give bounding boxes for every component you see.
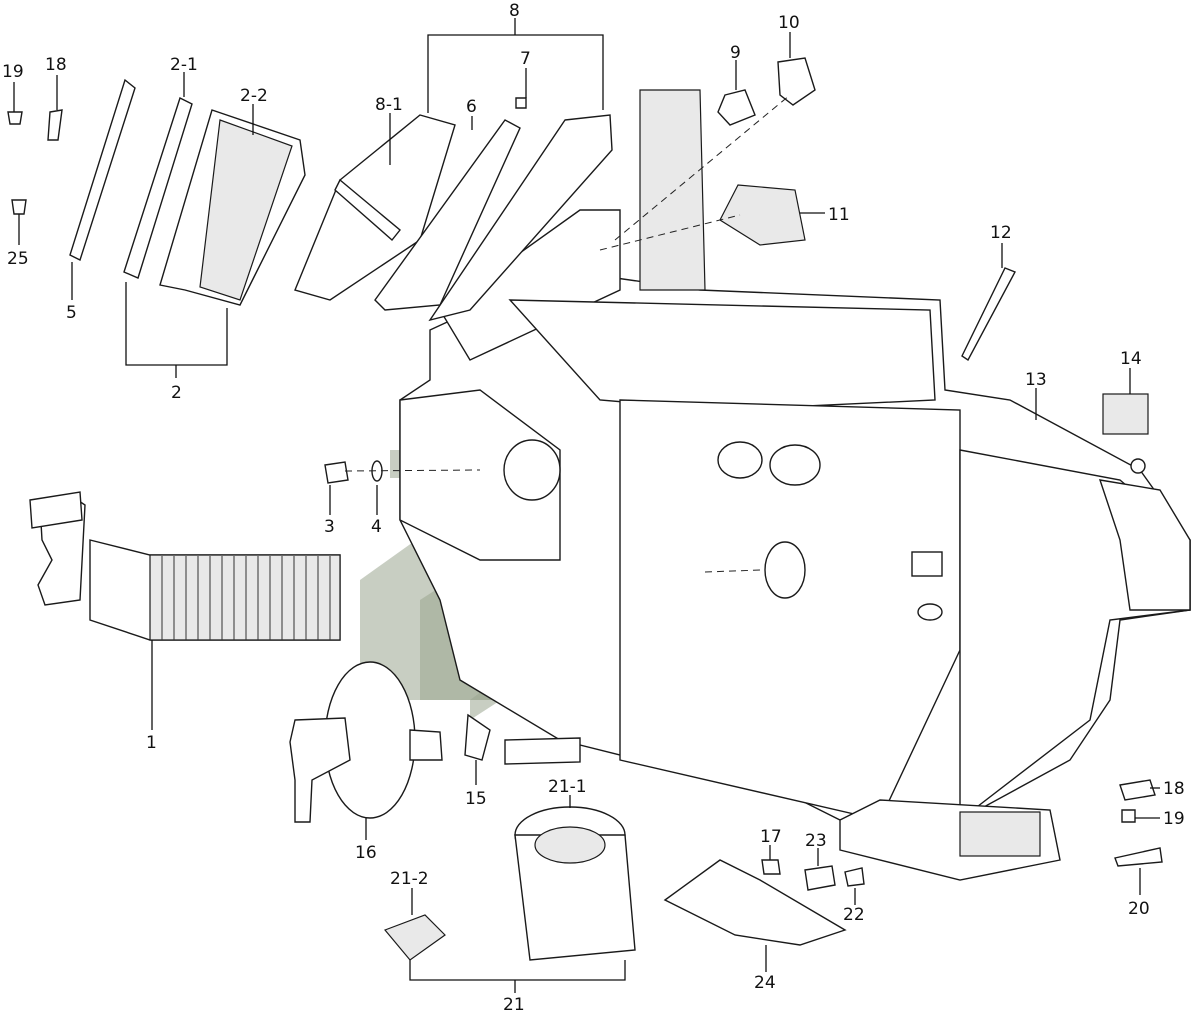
air-filter-parts — [69, 78, 306, 306]
callout-21-2: 21-2 — [390, 869, 429, 889]
callout-22: 22 — [843, 905, 865, 925]
callout-7: 7 — [520, 49, 531, 69]
callout-17: 17 — [760, 827, 782, 847]
callout-11: 11 — [828, 205, 850, 225]
leader-lines — [13, 18, 1160, 993]
callout-8-1: 8-1 — [375, 95, 403, 115]
callout-21-1: 21-1 — [548, 777, 587, 797]
callout-6: 6 — [466, 97, 477, 117]
callout-21: 21 — [503, 995, 525, 1013]
callout-2: 2 — [171, 383, 182, 403]
evaporator-core — [29, 491, 341, 641]
callout-18b: 18 — [1163, 779, 1185, 799]
callout-14: 14 — [1120, 349, 1142, 369]
callout-4: 4 — [371, 517, 382, 537]
callout-8: 8 — [509, 1, 520, 21]
hvac-housing — [399, 89, 1191, 881]
callout-10: 10 — [778, 13, 800, 33]
callout-16: 16 — [355, 843, 377, 863]
evaporator-fins — [161, 556, 331, 640]
callout-12: 12 — [990, 223, 1012, 243]
callout-5: 5 — [66, 303, 77, 323]
callout-3: 3 — [324, 517, 335, 537]
callout-2-2: 2-2 — [240, 86, 268, 106]
callout-18a: 18 — [45, 55, 67, 75]
small-parts — [717, 57, 1149, 435]
callout-13: 13 — [1025, 370, 1047, 390]
callout-20: 20 — [1128, 899, 1150, 919]
callout-25: 25 — [7, 249, 29, 269]
callout-24: 24 — [754, 973, 776, 993]
callout-1: 1 — [146, 733, 157, 753]
callout-15: 15 — [465, 789, 487, 809]
door-parts — [294, 114, 613, 322]
blower-and-lower-parts — [7, 97, 1163, 961]
callout-9: 9 — [730, 43, 741, 63]
callout-2-1: 2-1 — [170, 55, 198, 75]
callout-23: 23 — [805, 831, 827, 851]
callout-19b: 19 — [1163, 809, 1185, 829]
callout-19a: 19 — [2, 62, 24, 82]
